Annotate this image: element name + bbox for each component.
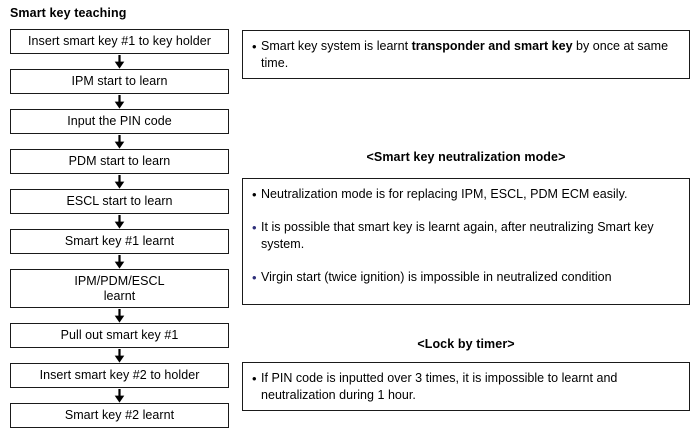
flow-node: IPM start to learn bbox=[10, 69, 229, 94]
flow-node-label: Input the PIN code bbox=[67, 114, 172, 128]
down-arrow-icon bbox=[10, 308, 229, 323]
down-arrow-icon bbox=[10, 214, 229, 229]
flow-node: Insert smart key #1 to key holder bbox=[10, 29, 229, 54]
down-arrow-icon bbox=[10, 174, 229, 189]
neutralization-note-panel: • Neutralization mode is for replacing I… bbox=[242, 178, 690, 305]
flow-node: Input the PIN code bbox=[10, 109, 229, 134]
flow-node-label: Insert smart key #2 to holder bbox=[39, 368, 200, 382]
flow-node-label: IPM/PDM/ESCL learnt bbox=[74, 273, 165, 303]
bullet-item: • It is possible that smart key is learn… bbox=[252, 219, 680, 253]
flow-node: Smart key #1 learnt bbox=[10, 229, 229, 254]
overview-text-bold: transponder and smart key bbox=[411, 39, 573, 53]
flow-node-label: Pull out smart key #1 bbox=[60, 328, 179, 342]
neutralization-mode-heading: <Smart key neutralization mode> bbox=[366, 150, 566, 164]
bullet-icon: • bbox=[252, 39, 257, 54]
down-arrow-icon bbox=[10, 134, 229, 149]
bullet-item: • Virgin start (twice ignition) is impos… bbox=[252, 269, 680, 286]
down-arrow-icon bbox=[10, 388, 229, 403]
overview-text-after: by once at same time. bbox=[261, 39, 669, 70]
flow-node: Pull out smart key #1 bbox=[10, 323, 229, 348]
flow-node-label: IPM start to learn bbox=[71, 74, 168, 88]
down-arrow-icon bbox=[10, 54, 229, 69]
bullet-text: Virgin start (twice ignition) is impossi… bbox=[261, 270, 612, 284]
flow-node: Smart key #2 learnt bbox=[10, 403, 229, 428]
flow-node-label: Insert smart key #1 to key holder bbox=[28, 34, 211, 48]
flow-node-label: Smart key #1 learnt bbox=[64, 234, 175, 248]
flow-node: IPM/PDM/ESCL learnt bbox=[10, 269, 229, 308]
bullet-text: It is possible that smart key is learnt … bbox=[261, 220, 654, 251]
flow-node-label: PDM start to learn bbox=[68, 154, 171, 168]
bullet-icon: • bbox=[252, 371, 257, 386]
flow-node: PDM start to learn bbox=[10, 149, 229, 174]
bullet-text: Neutralization mode is for replacing IPM… bbox=[261, 187, 628, 201]
bullet-icon: • bbox=[252, 187, 257, 202]
lock-by-timer-heading: <Lock by timer> bbox=[417, 337, 515, 351]
page-title: Smart key teaching bbox=[10, 6, 127, 20]
down-arrow-icon bbox=[10, 348, 229, 363]
down-arrow-icon bbox=[10, 254, 229, 269]
notes-column: • Smart key system is learnt transponder… bbox=[242, 0, 690, 426]
bullet-item: • Smart key system is learnt transponder… bbox=[252, 38, 680, 72]
overview-note-panel: • Smart key system is learnt transponder… bbox=[242, 30, 690, 79]
flow-node-label: ESCL start to learn bbox=[66, 194, 173, 208]
bullet-item: • Neutralization mode is for replacing I… bbox=[252, 186, 680, 203]
bullet-text: Smart key system is learnt transponder a… bbox=[261, 38, 680, 72]
lock-by-timer-note-panel: • If PIN code is inputted over 3 times, … bbox=[242, 362, 690, 411]
bullet-text: If PIN code is inputted over 3 times, it… bbox=[261, 371, 618, 402]
flow-node-label: Smart key #2 learnt bbox=[64, 408, 175, 422]
smart-key-teaching-flowchart: Insert smart key #1 to key holder IPM st… bbox=[10, 29, 229, 428]
bullet-icon: • bbox=[252, 220, 257, 235]
flow-node: Insert smart key #2 to holder bbox=[10, 363, 229, 388]
down-arrow-icon bbox=[10, 94, 229, 109]
overview-text-before: Smart key system is learnt bbox=[261, 39, 412, 53]
bullet-icon: • bbox=[252, 270, 257, 285]
flow-node: ESCL start to learn bbox=[10, 189, 229, 214]
bullet-item: • If PIN code is inputted over 3 times, … bbox=[252, 370, 680, 404]
